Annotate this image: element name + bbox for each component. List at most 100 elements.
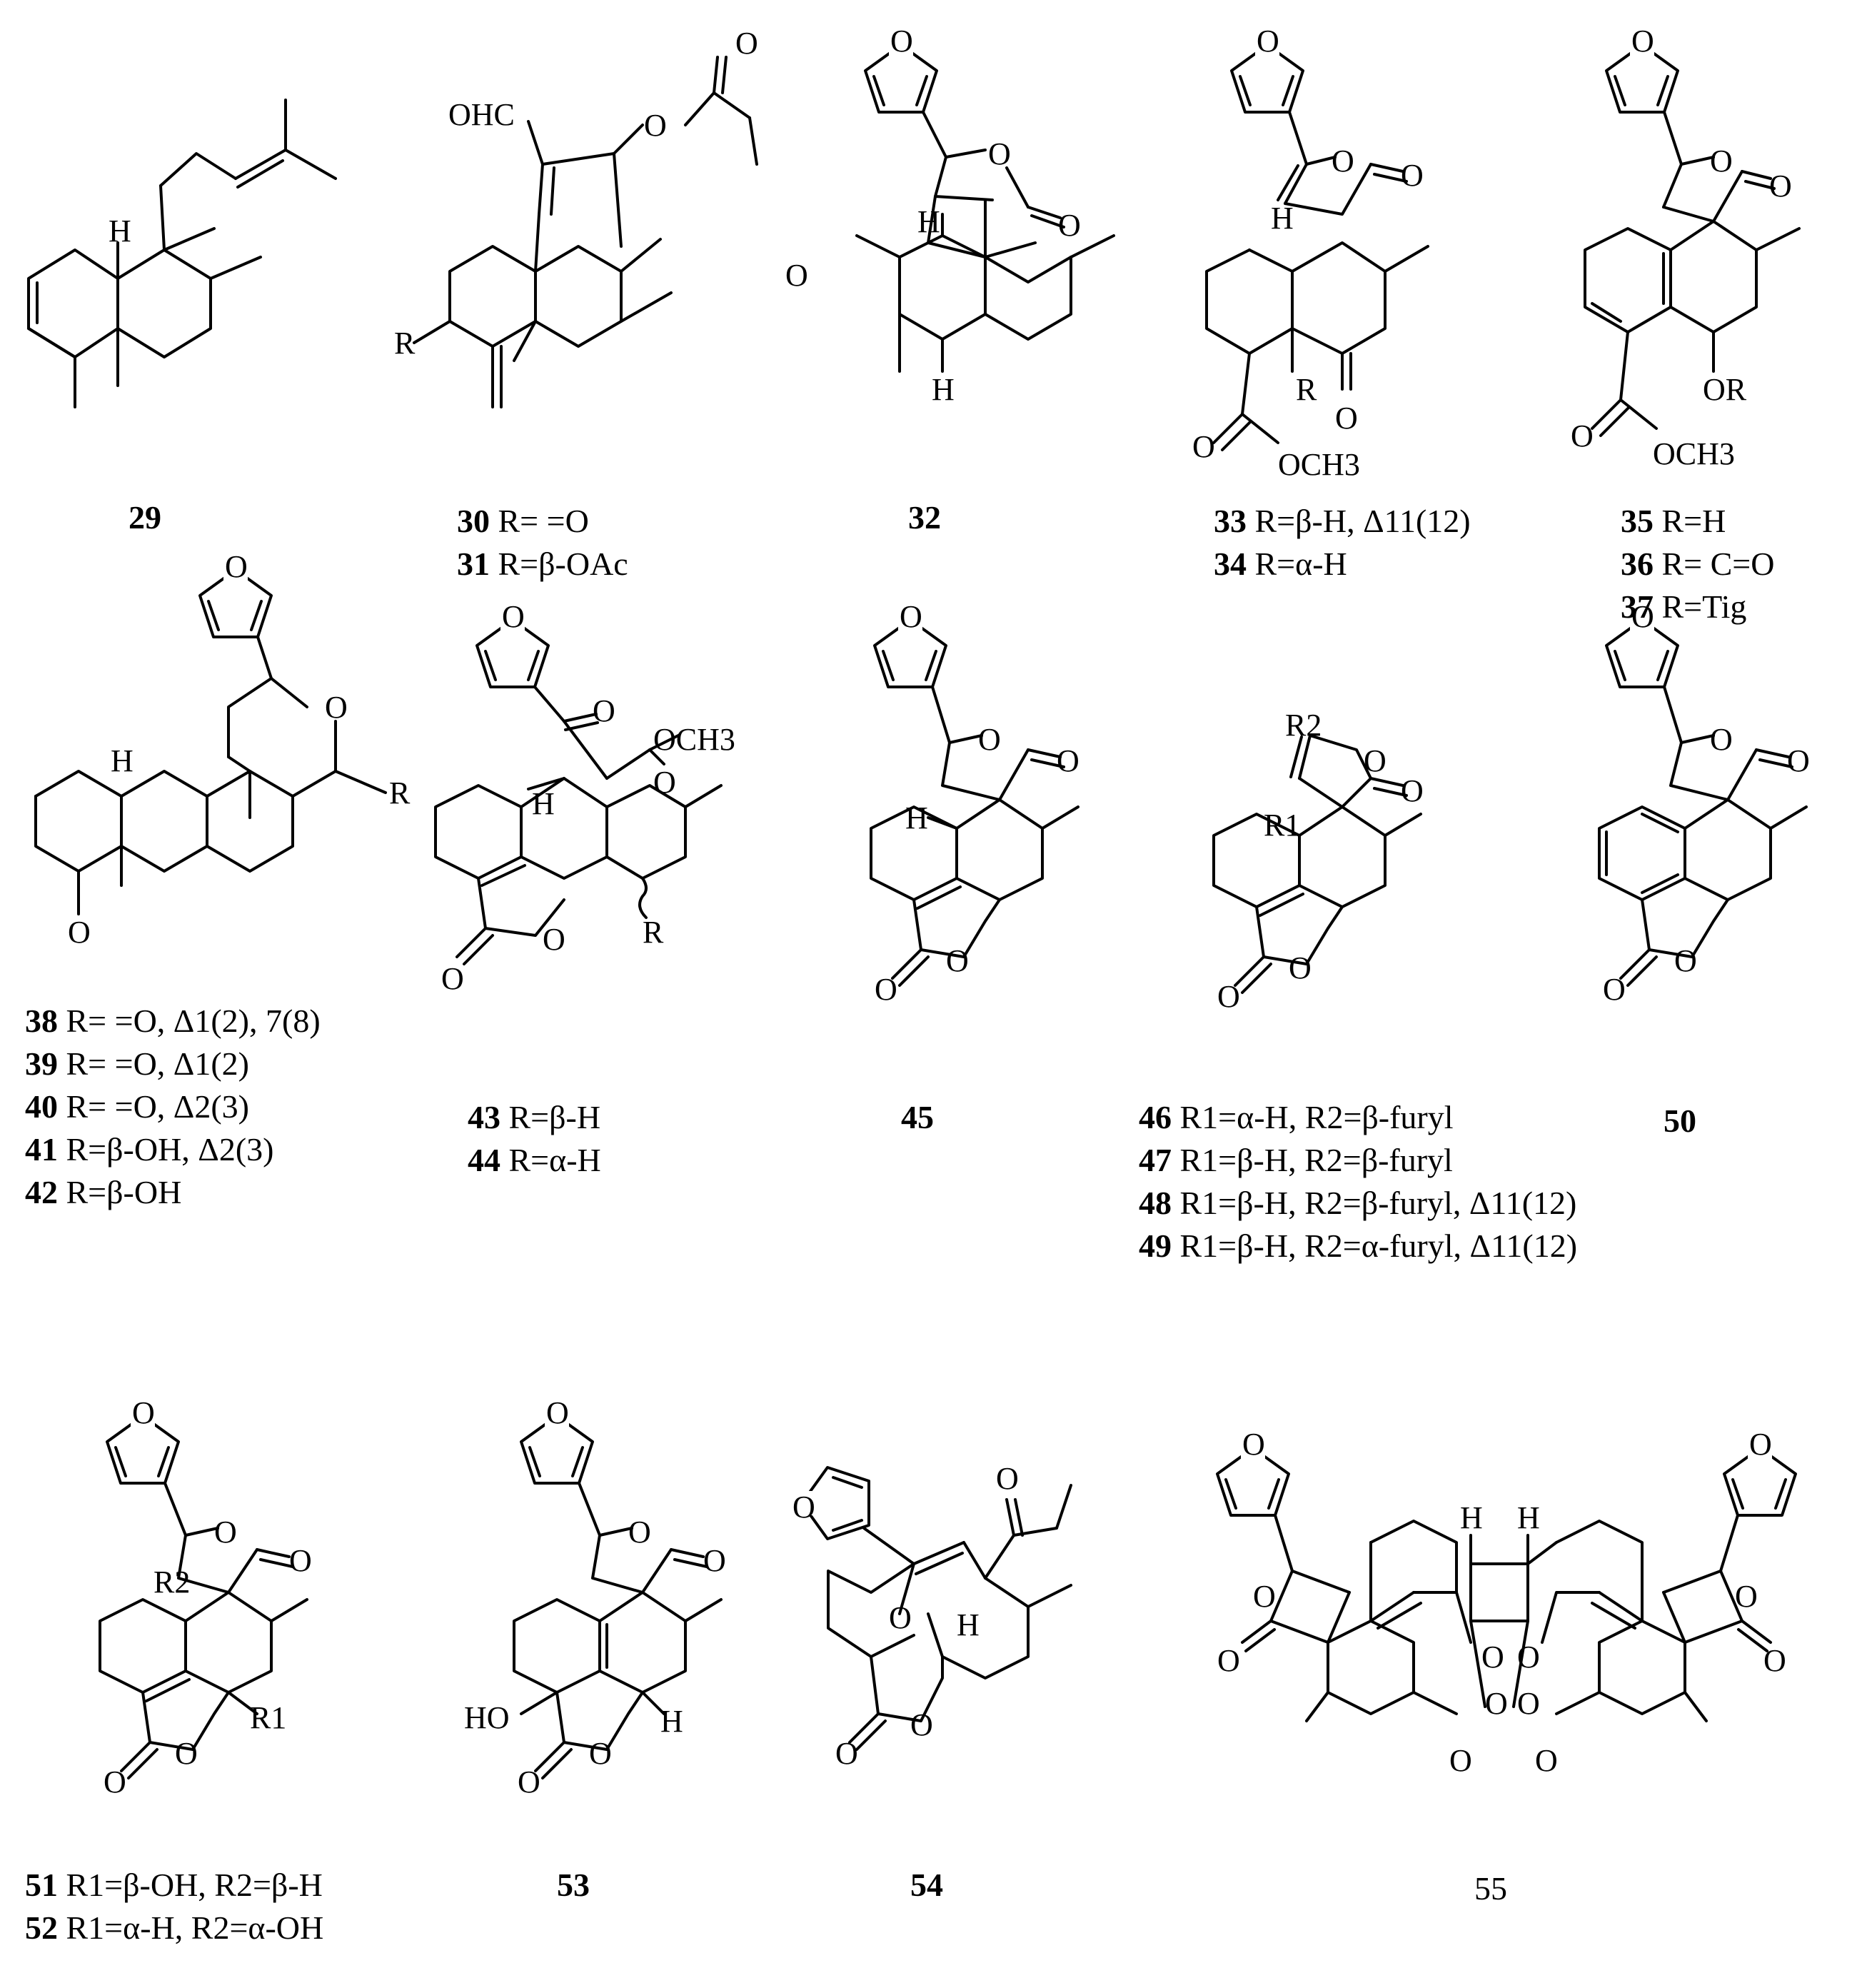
atom-label: O [543, 922, 565, 957]
atom-labels-29: H [109, 214, 131, 248]
atom-label: O [1763, 1643, 1786, 1678]
atom-label: O [104, 1764, 126, 1799]
structure-51-52 [99, 1400, 308, 1779]
atom-labels-30-31: OHC O O R [394, 26, 758, 361]
caption-line: 49 R1=β-H, R2=α-furyl, Δ11(12) [1139, 1228, 1578, 1264]
atom-label: O [1449, 1743, 1472, 1778]
caption-line: 44 R=α-H [468, 1142, 601, 1178]
atom-label: O [1057, 743, 1080, 778]
atom-label: H [660, 1704, 683, 1739]
atom-labels-51-52: O O O R2 O O R1 [104, 1395, 312, 1799]
atom-label: O [546, 1395, 569, 1430]
atom-labels-33-34: O O O H R O O OCH3 [1192, 24, 1424, 482]
atom-label: O [1631, 599, 1654, 634]
atom-label: O [1710, 722, 1733, 757]
atom-label: H [1517, 1500, 1540, 1535]
caption-55: 55 [1474, 1867, 1507, 1910]
atom-label: H [111, 743, 134, 778]
atom-label: O [978, 722, 1001, 757]
atom-label: O [1481, 1640, 1504, 1675]
structure-53 [513, 1400, 723, 1779]
atom-label: H [1460, 1500, 1483, 1535]
caption-line: 43 R=β-H [468, 1099, 601, 1135]
caption-line: 37 R=Tig [1621, 588, 1747, 625]
caption-line: 41 R=β-OH, Δ2(3) [25, 1131, 274, 1168]
atom-label: O [502, 599, 525, 634]
atom-label: H [957, 1607, 980, 1642]
atom-label: O [1710, 144, 1733, 179]
atom-label: H [905, 800, 928, 835]
atom-label: H [109, 214, 131, 248]
caption-line: 34 R=α-H [1214, 546, 1347, 582]
atom-label: O [900, 599, 922, 634]
atom-label: OHC [448, 97, 515, 132]
caption-line: 54 [910, 1867, 943, 1903]
caption-54: 54 [910, 1864, 943, 1907]
caption-50: 50 [1664, 1100, 1696, 1143]
structure-46-49 [1212, 734, 1422, 994]
atom-label: O [68, 915, 91, 950]
caption-30-31: 30 R= =O 31 R=β-OAc [457, 500, 628, 586]
atom-label: O [889, 1600, 912, 1635]
structure-43-44 [434, 604, 723, 965]
atom-label: R [389, 775, 411, 810]
atom-label: O [1401, 158, 1424, 193]
caption-line: 51 R1=β-OH, R2=β-H [25, 1867, 323, 1903]
caption-line: 55 [1474, 1870, 1507, 1907]
atom-label: O [1674, 943, 1697, 978]
atom-label: O [589, 1736, 612, 1771]
atom-label: O [996, 1461, 1019, 1496]
structure-29 [27, 99, 337, 408]
atom-label: O [703, 1543, 726, 1578]
atom-label: O [1769, 169, 1792, 204]
atom-label: O [1192, 429, 1215, 464]
atom-label: O [593, 693, 615, 728]
atom-label: R2 [154, 1565, 190, 1600]
caption-43-44: 43 R=β-H 44 R=α-H [468, 1096, 601, 1182]
atom-label: H [1271, 201, 1294, 236]
caption-53: 53 [557, 1864, 590, 1907]
structure-32 [855, 29, 1115, 373]
atom-label: R1 [1264, 808, 1300, 843]
atom-label: O [785, 258, 808, 293]
structure-45 [870, 604, 1080, 987]
atom-label: OCH3 [653, 722, 735, 757]
atom-label: O [644, 108, 667, 143]
atom-labels-54: O O O H O O [792, 1461, 1019, 1771]
atom-label: O [1217, 1643, 1240, 1678]
atom-label: O [946, 943, 969, 978]
caption-32: 32 [908, 496, 941, 539]
atom-label: O [988, 136, 1011, 171]
atom-label: H [932, 372, 955, 407]
atom-label: O [628, 1515, 651, 1550]
atom-label: OR [1703, 372, 1747, 407]
caption-38-42: 38 R= =O, Δ1(2), 7(8) 39 R= =O, Δ1(2) 40… [25, 1000, 321, 1214]
atom-label: O [1332, 144, 1354, 179]
atom-label: O [1631, 24, 1654, 59]
caption-45: 45 [901, 1096, 934, 1139]
atom-label: O [1735, 1579, 1758, 1614]
atom-label: O [1485, 1686, 1508, 1721]
caption-33-34: 33 R=β-H, Δ11(12) 34 R=α-H [1214, 500, 1471, 586]
atom-label: O [441, 961, 464, 996]
atom-label: O [1535, 1743, 1558, 1778]
atom-label: O [1058, 208, 1081, 243]
atom-label: R2 [1285, 708, 1322, 743]
atom-label: O [1253, 1579, 1276, 1614]
atom-label: O [1749, 1427, 1772, 1462]
atom-label: O [132, 1395, 155, 1430]
atom-label: O [875, 972, 897, 1007]
caption-line: 31 R=β-OAc [457, 546, 628, 582]
atom-label: O [214, 1515, 237, 1550]
caption-line: 35 R=H [1621, 503, 1726, 539]
atom-label: O [735, 26, 758, 61]
structure-55 [1216, 1432, 1797, 1722]
atom-label: R [643, 915, 664, 950]
caption-line: 52 R1=α-H, R2=α-OH [25, 1909, 324, 1946]
atom-label: H [532, 786, 555, 821]
atom-label: O [175, 1736, 198, 1771]
atom-labels-35-37: O O O OR O OCH3 [1571, 24, 1792, 471]
caption-line: 32 [908, 499, 941, 536]
caption-29: 29 [129, 496, 161, 539]
